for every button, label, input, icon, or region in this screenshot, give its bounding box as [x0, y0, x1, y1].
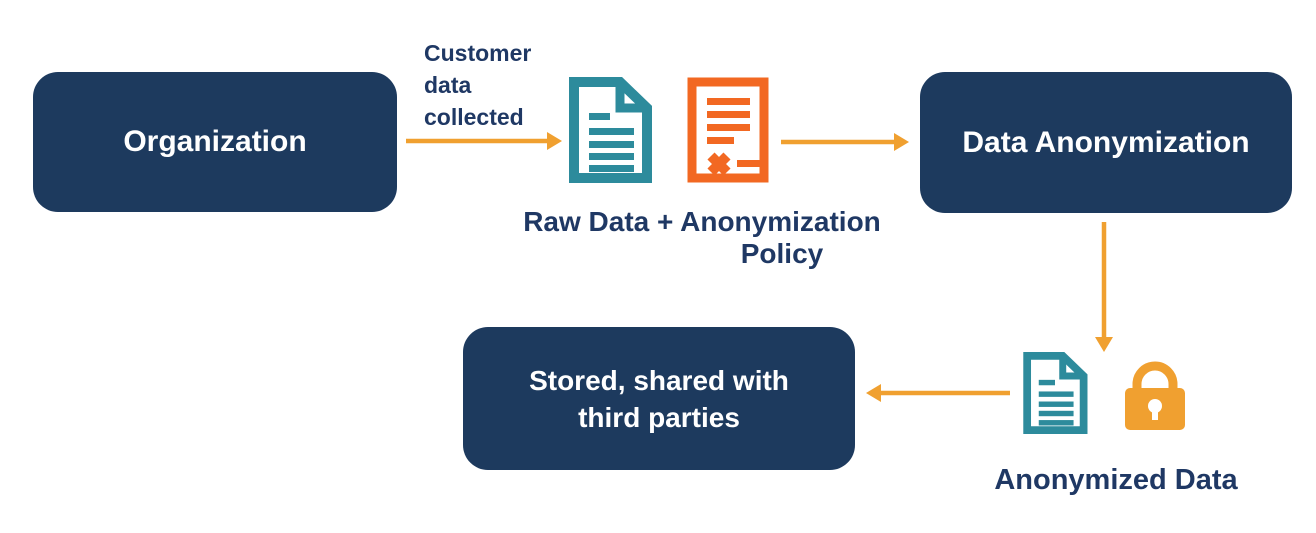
- stored-shared-node: Stored, shared with third parties: [463, 327, 855, 470]
- data-anonymization-node: Data Anonymization: [920, 72, 1292, 213]
- anonymization-output-arrow: [1095, 222, 1113, 357]
- stored-shared-label-line2: third parties: [578, 401, 740, 433]
- organization-label: Organization: [123, 125, 307, 158]
- data-anonymization-label: Data Anonymization: [962, 125, 1250, 159]
- organization-node: Organization: [33, 72, 397, 212]
- stored-shared-label-line1: Stored, shared with: [529, 364, 789, 396]
- to-anonymization-arrow: [781, 133, 909, 156]
- document-icon: [1022, 352, 1088, 439]
- policy-document-icon: [687, 77, 769, 188]
- right-arrow-icon: [406, 132, 562, 150]
- raw-data-policy-label: Raw Data + Anonymization Policy: [523, 206, 881, 269]
- to-storage-arrow: [866, 384, 1010, 407]
- anonymized-data-label: Anonymized Data: [994, 464, 1238, 496]
- left-arrow-icon: [866, 384, 1010, 402]
- customer-data-arrow: [406, 132, 562, 155]
- down-arrow-icon: [1095, 222, 1113, 352]
- right-arrow-icon: [781, 133, 909, 151]
- document-icon: [568, 77, 652, 188]
- lock-icon: [1125, 356, 1185, 436]
- customer-data-label: Customer data collected: [424, 40, 532, 130]
